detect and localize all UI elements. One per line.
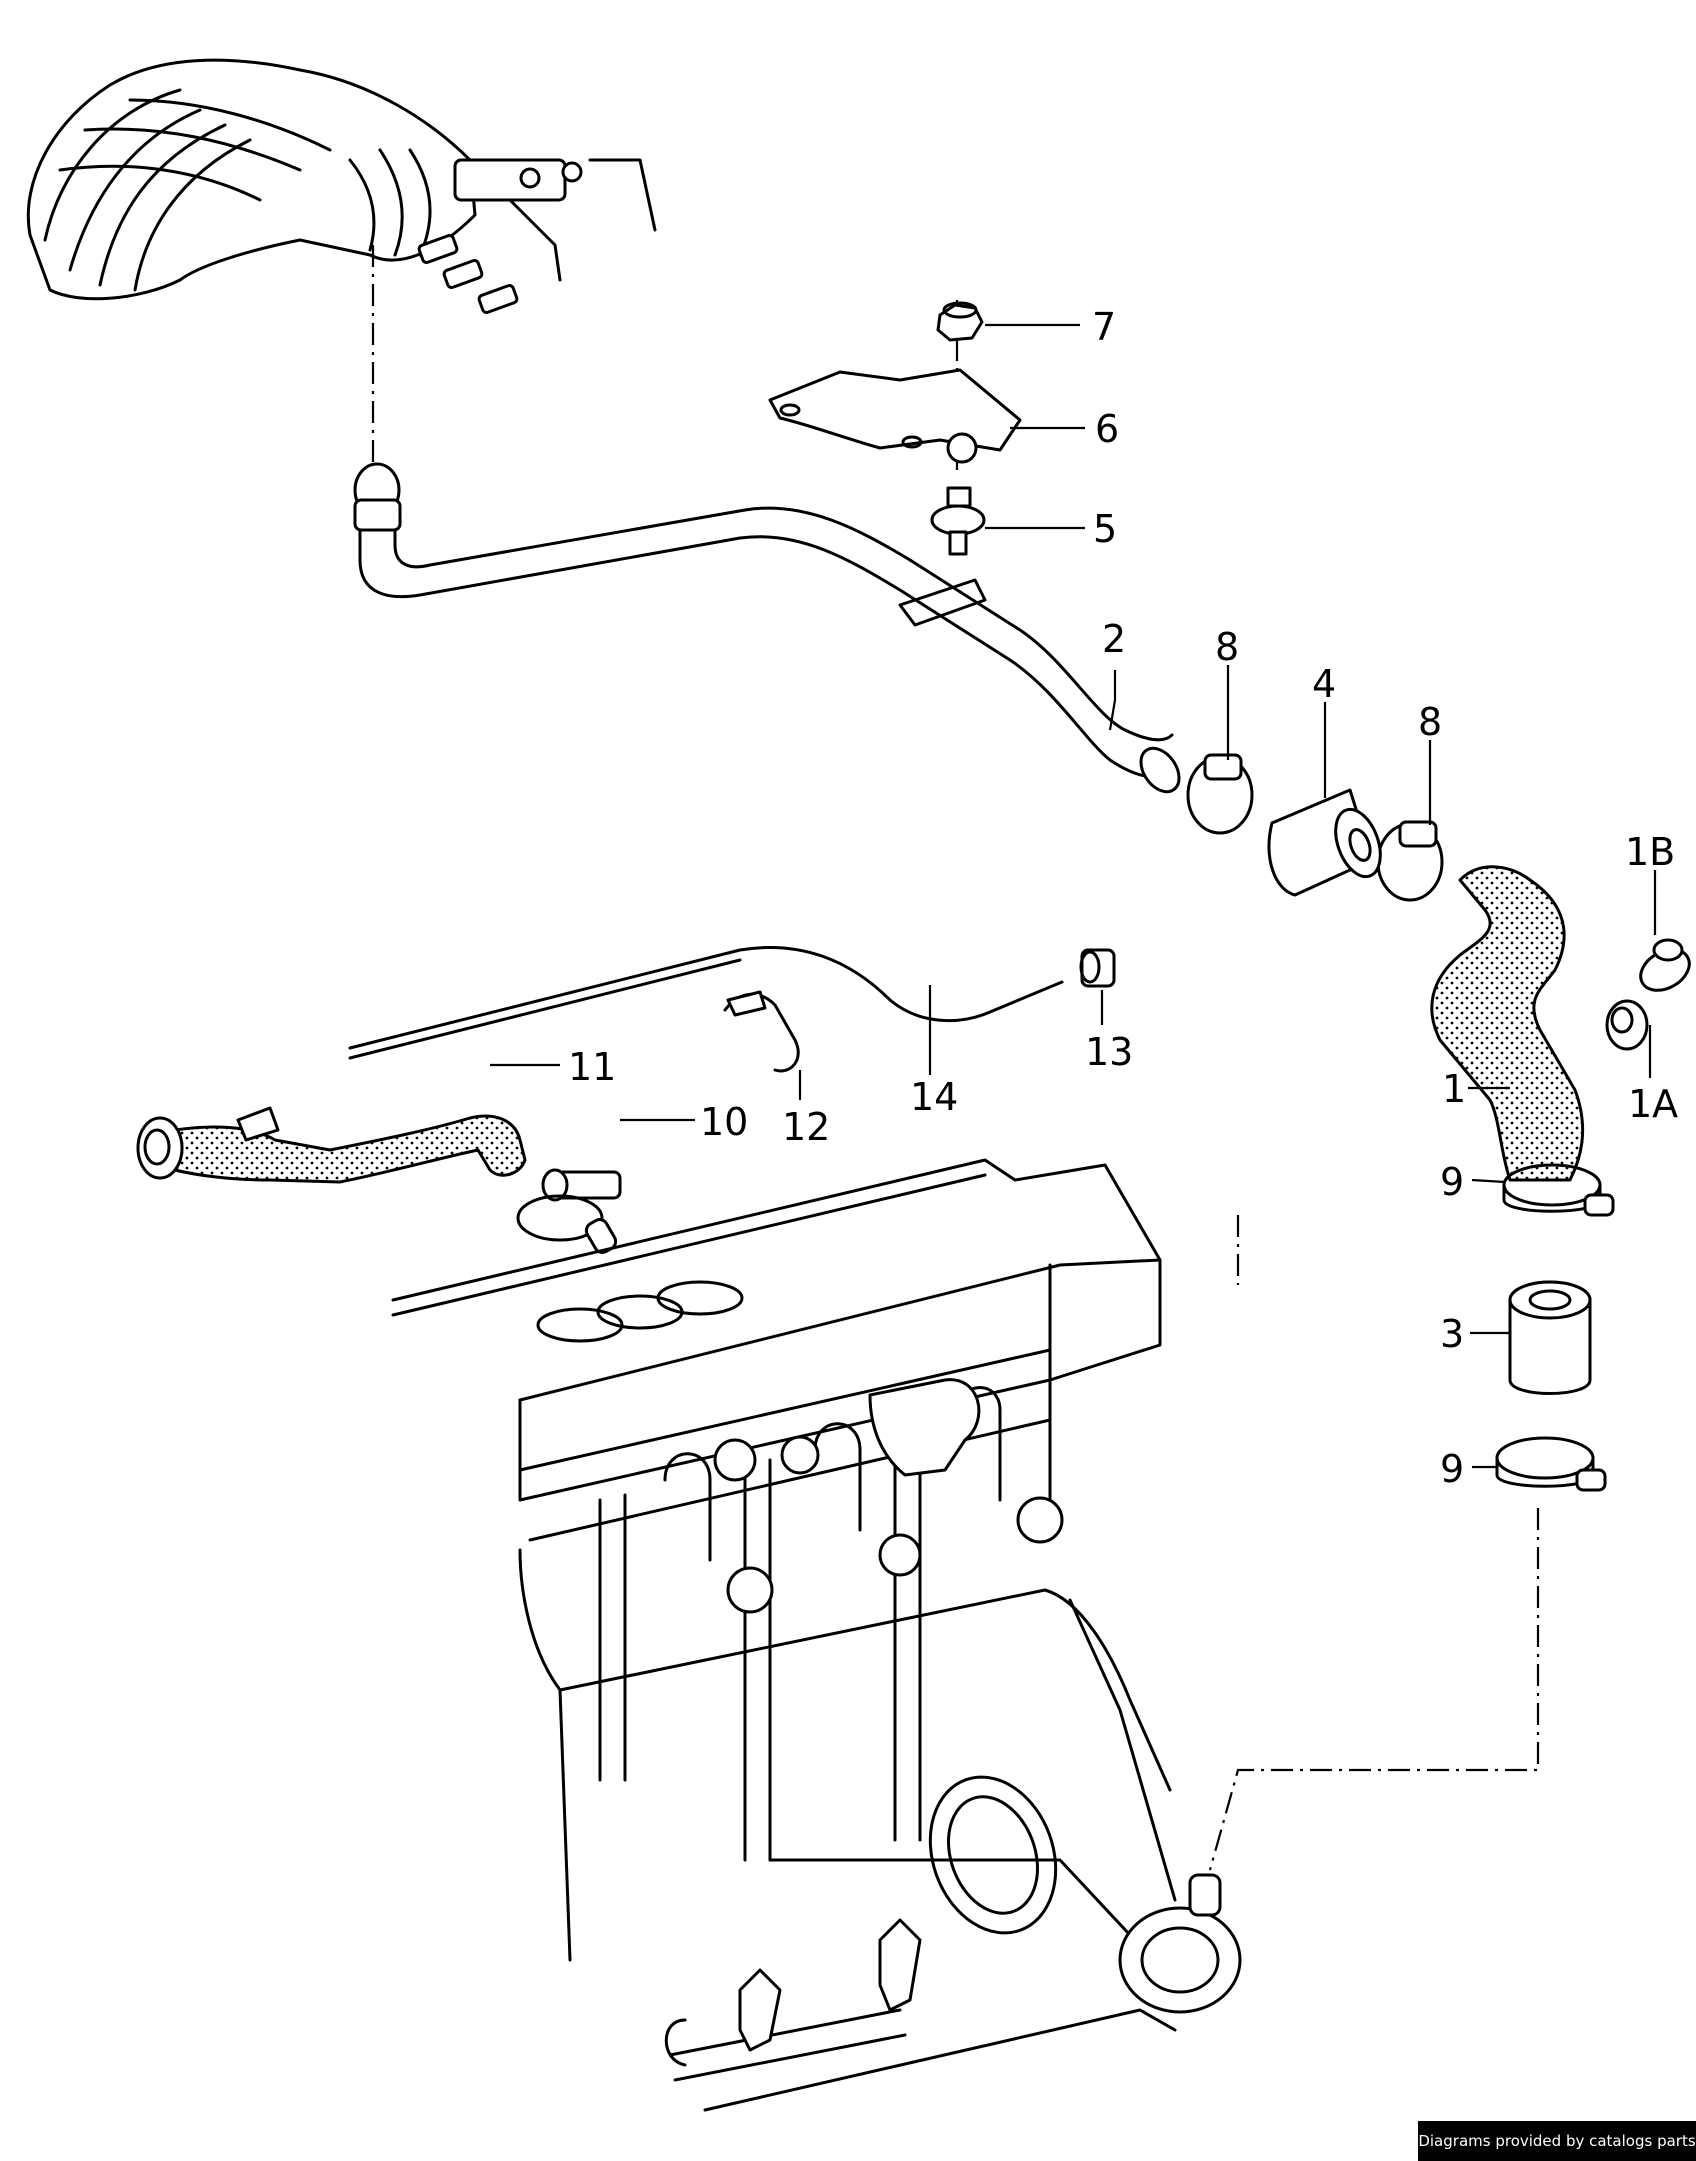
tube-clip (723, 990, 800, 1073)
callout-8b: 8 (1418, 700, 1442, 744)
short-hose (1267, 788, 1382, 897)
callout-10: 10 (700, 1100, 748, 1144)
leader-lines (490, 323, 1657, 1469)
callout-1a: 1A (1628, 1082, 1678, 1126)
hose-clamp-8b (1376, 820, 1444, 902)
vent-hose (136, 1106, 527, 1184)
callout-14: 14 (910, 1075, 958, 1119)
thin-tube (348, 946, 1064, 1060)
connection-line-block (1208, 1508, 1540, 1871)
credit-badge: Diagrams provided by catalogs parts (1418, 2121, 1696, 2161)
cap-1a (1605, 999, 1649, 1051)
callout-13: 13 (1085, 1030, 1133, 1074)
clamp-1b (1639, 938, 1691, 992)
check-valve (516, 1168, 622, 1242)
end-cap (1079, 948, 1116, 988)
callout-1b: 1B (1625, 830, 1675, 874)
air-intake-duct (26, 58, 657, 314)
hose-clamp-8a (1186, 753, 1254, 835)
callout-labels: 7 6 5 2 8 4 8 1B 1A 1 9 3 9 11 10 12 14 … (568, 305, 1678, 1491)
callout-6: 6 (1095, 407, 1119, 451)
short-hose-3 (1508, 1280, 1592, 1395)
callout-9a: 9 (1440, 1160, 1464, 1204)
hose-clamp-9a (1502, 1163, 1615, 1217)
hex-nut (936, 301, 984, 342)
callout-11: 11 (568, 1045, 616, 1089)
callout-12: 12 (782, 1105, 830, 1149)
callout-4: 4 (1312, 662, 1336, 706)
callout-8a: 8 (1215, 625, 1239, 669)
engine-block (391, 1158, 1242, 2112)
molded-hose (1430, 865, 1585, 1182)
mounting-bracket (768, 368, 1022, 464)
rubber-damper (930, 486, 986, 556)
rigid-pipe (353, 462, 1181, 794)
callout-2: 2 (1102, 617, 1126, 661)
callout-5: 5 (1093, 507, 1117, 551)
callout-1: 1 (1442, 1067, 1466, 1111)
callout-9b: 9 (1440, 1447, 1464, 1491)
hose-clamp-9b (1495, 1436, 1607, 1492)
callout-3: 3 (1440, 1312, 1464, 1356)
callout-7: 7 (1092, 305, 1116, 349)
